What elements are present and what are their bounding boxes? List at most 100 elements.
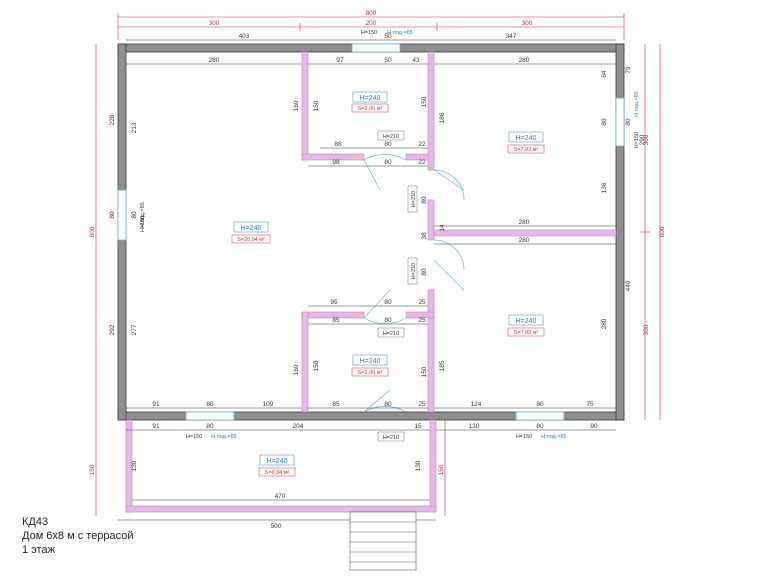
dim-room1-left-lower: 292 xyxy=(109,324,116,335)
dim-bath1-80b: 80 xyxy=(384,159,392,166)
window-top-sill: H под.=85 xyxy=(387,30,412,36)
dim-bottom2-80b: 80 xyxy=(536,423,544,430)
dim-room2-bottom: 280 xyxy=(519,219,530,226)
dim-room2-290: 290 xyxy=(639,134,646,145)
door-hall2-height: H=210 xyxy=(411,263,417,279)
door-entry-height: H=210 xyxy=(383,435,399,441)
dim-top-left: 300 xyxy=(209,20,220,27)
dim-terrace-right: 130 xyxy=(415,460,422,471)
dim-bath1-97: 97 xyxy=(336,57,344,64)
dim-bottom-75: 75 xyxy=(586,401,594,408)
window-br-sill: H под.=85 xyxy=(541,434,566,440)
dim-top-403: 403 xyxy=(239,33,250,40)
bath1-height: H=240 xyxy=(360,95,381,102)
door-hall1-height: H=210 xyxy=(411,191,417,207)
dim-bath2-150: 150 xyxy=(313,360,320,371)
terrace-height: H=240 xyxy=(267,458,288,465)
dim-bath1-50: 50 xyxy=(384,57,392,64)
dim-bath1-22: 22 xyxy=(418,141,426,148)
room3-area: S=7.83 м² xyxy=(514,330,539,336)
dim-room3-280: 280 xyxy=(601,318,608,329)
dim-bath1-98: 98 xyxy=(332,159,340,166)
dim-bath1-43: 43 xyxy=(412,57,420,64)
windows xyxy=(117,43,625,421)
dim-bath1-186: 186 xyxy=(439,112,446,123)
window-br-height: H=150 xyxy=(516,434,532,440)
dim-right-terrace: 150 xyxy=(438,464,445,475)
dim-bottom-80: 80 xyxy=(206,401,214,408)
dim-terrace-left: 130 xyxy=(131,460,138,471)
dim-bottom2-204: 204 xyxy=(293,423,304,430)
dim-bath2-185: 185 xyxy=(439,360,446,371)
dim-room2-64: 64 xyxy=(601,70,608,78)
window-left-sill: H под.=85 xyxy=(140,202,146,227)
dim-room2-top: 280 xyxy=(519,57,530,64)
dim-bottom-124: 124 xyxy=(471,401,482,408)
dim-bottom2-90: 90 xyxy=(590,423,598,430)
dim-right-upper: 300 xyxy=(643,134,650,145)
dim-bath2-85: 85 xyxy=(332,317,340,324)
dim-bottom-91: 91 xyxy=(152,401,160,408)
dim-hall-14: 14 xyxy=(439,224,446,232)
dim-hall-80b: 80 xyxy=(421,268,428,276)
dim-left-total: 600 xyxy=(89,226,96,237)
room3-height: H=240 xyxy=(516,318,537,325)
dim-hall-80: 80 xyxy=(421,196,428,204)
dim-room1-top: 280 xyxy=(209,57,220,64)
dim-bath2-25c: 25 xyxy=(418,401,426,408)
dim-left-terrace: 150 xyxy=(89,464,96,475)
dim-bath2-80: 80 xyxy=(384,299,392,306)
dim-bath1-right-150: 150 xyxy=(421,96,428,107)
dim-right-lower: 300 xyxy=(643,324,650,335)
dim-bottom-109: 109 xyxy=(263,401,274,408)
dim-bath2-80b: 80 xyxy=(384,317,392,324)
dim-bottom-500: 500 xyxy=(271,523,282,530)
overall-dimensions xyxy=(95,13,661,516)
dim-bath1-150: 150 xyxy=(313,100,320,111)
window-left-height: H=150 xyxy=(140,216,146,232)
window-bl-sill: H под.=85 xyxy=(211,434,236,440)
dim-hall-38: 38 xyxy=(421,232,428,240)
terrace-area: S=6.34 м² xyxy=(265,470,290,476)
dim-room2-window: 80 xyxy=(601,118,608,126)
door-bath1-height: H=210 xyxy=(383,134,399,140)
dim-bath1-22b: 22 xyxy=(418,159,426,166)
project-code: КД43 xyxy=(22,516,49,528)
dim-bottom2-15: 15 xyxy=(414,423,422,430)
dim-bath2-160: 160 xyxy=(293,364,300,375)
dim-room2-window-outer: 80 xyxy=(625,118,632,126)
project-name: Дом 6х8 м с террасой xyxy=(22,530,134,542)
room2-area: S=7.82 м² xyxy=(514,147,539,153)
dim-bath1-88: 88 xyxy=(334,141,342,148)
dim-terrace-470: 470 xyxy=(275,493,286,500)
dim-room1-window-inner: 80 xyxy=(131,211,138,219)
dim-top-347: 347 xyxy=(506,33,517,40)
bath2-area: S=2.95 м² xyxy=(358,370,383,376)
dim-room2-79: 79 xyxy=(625,66,632,74)
dim-top-right: 300 xyxy=(522,20,533,27)
partitions xyxy=(125,51,617,513)
window-right-sill: H под.=85 xyxy=(634,91,640,116)
stairs xyxy=(349,511,417,571)
dim-bottom2-80: 80 xyxy=(206,423,214,430)
dim-bath2-85b: 85 xyxy=(332,401,340,408)
doors xyxy=(363,154,465,413)
dim-bath2-150b: 150 xyxy=(421,366,428,377)
floor-label: 1 этаж xyxy=(22,544,55,556)
room1-area: S=20.94 м² xyxy=(237,237,265,243)
dim-room1-213: 213 xyxy=(131,122,138,133)
bath2-height: H=240 xyxy=(360,358,381,365)
dim-top-mid: 200 xyxy=(366,20,377,27)
bath1-area: S=2.95 м² xyxy=(358,106,383,112)
room1-height: H=240 xyxy=(241,225,262,232)
dim-room3-top: 280 xyxy=(519,237,530,244)
dim-overall-width: 800 xyxy=(366,10,377,17)
dim-top-50: 50 xyxy=(384,33,392,40)
dim-bath2-25: 25 xyxy=(418,299,426,306)
dim-bottom2-130: 130 xyxy=(469,423,480,430)
dim-bath1-80: 80 xyxy=(384,141,392,148)
dim-bottom2-91: 91 xyxy=(152,423,160,430)
dim-room1-left-upper: 228 xyxy=(109,114,116,125)
room2-height: H=240 xyxy=(516,135,537,142)
